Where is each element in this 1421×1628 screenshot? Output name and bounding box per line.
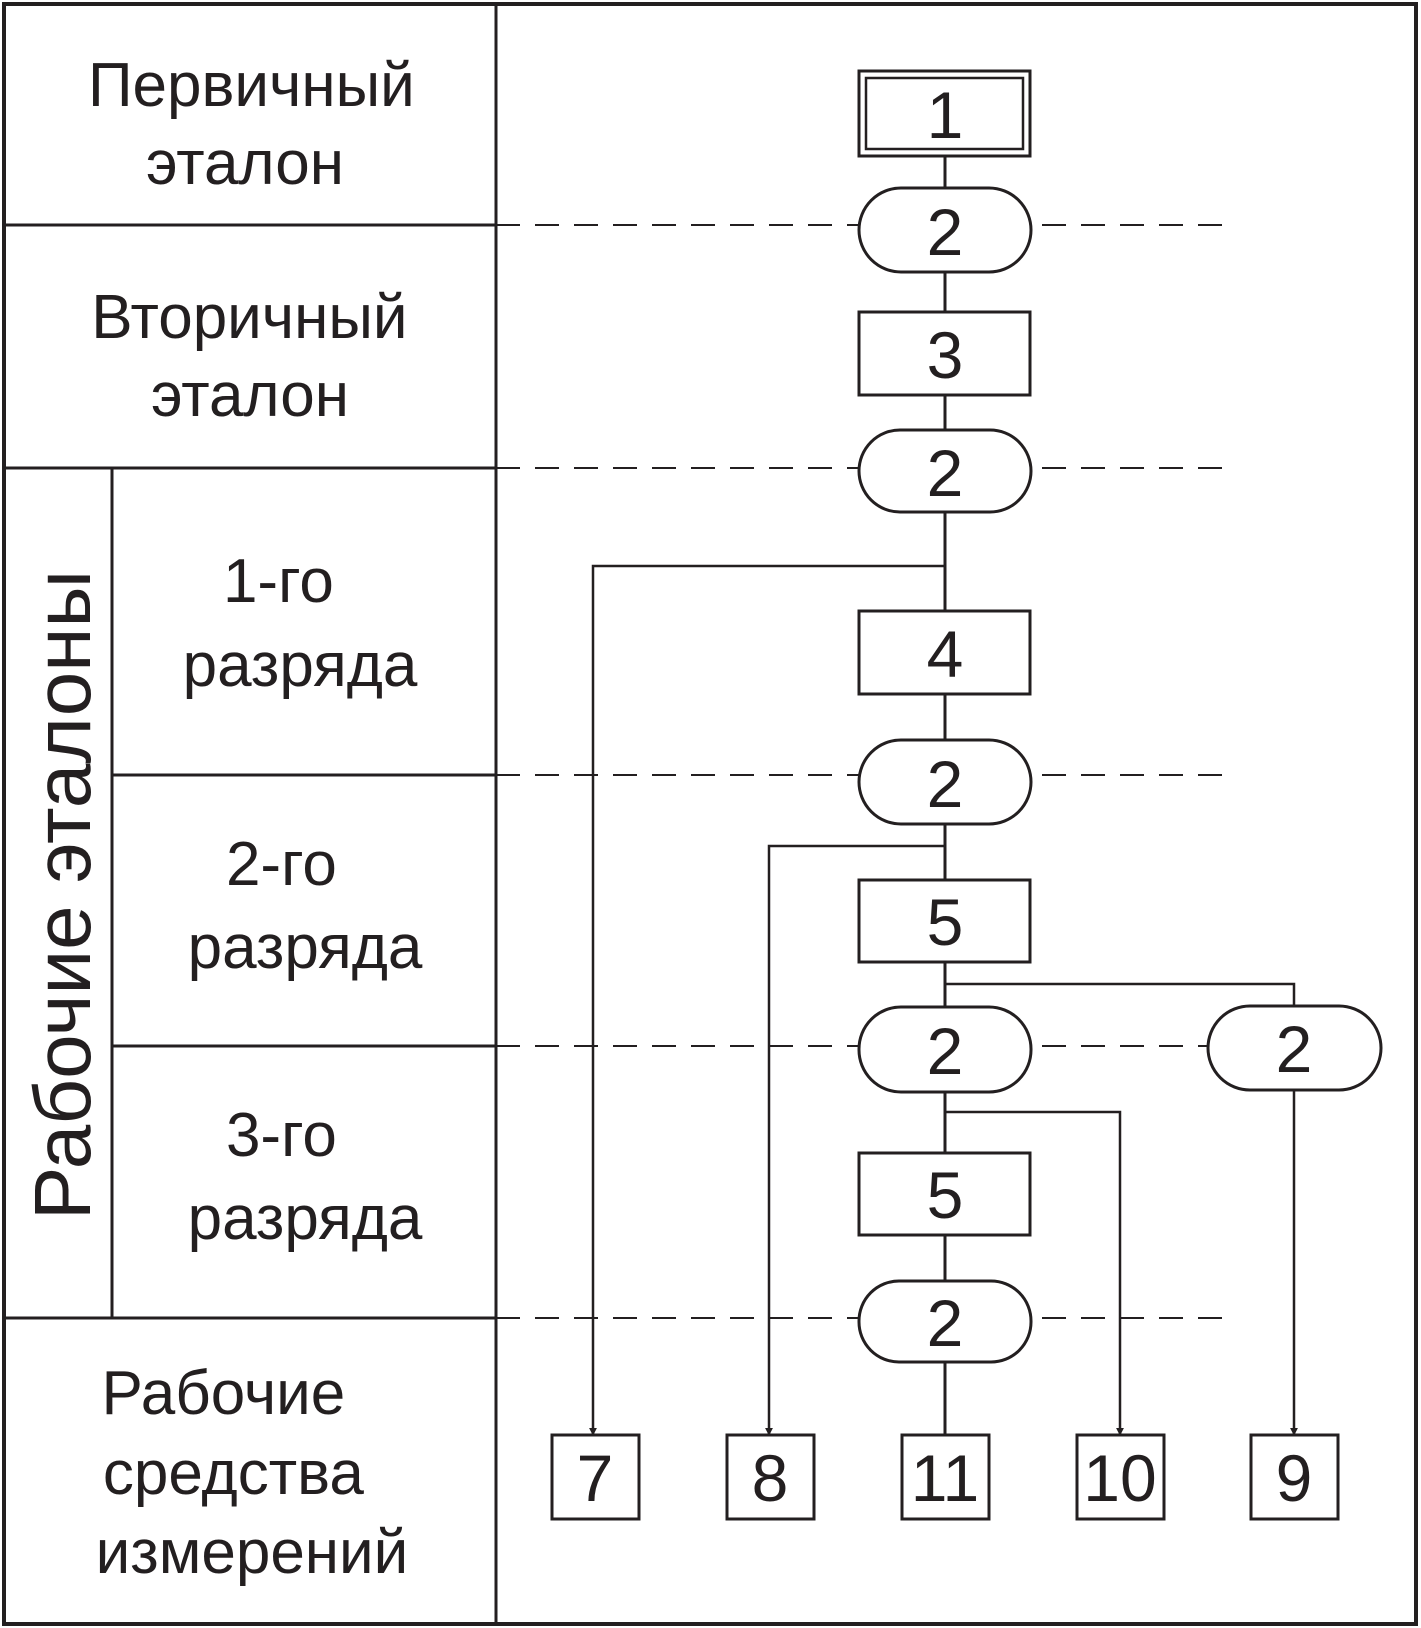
working-instrument-node: 11 — [900, 1433, 991, 1521]
svg-text:5: 5 — [927, 885, 964, 959]
working-instrument-node: 8 — [725, 1433, 816, 1521]
rank3-label: 3-го разряда — [188, 1101, 423, 1253]
secondary-standard-node: 3 — [857, 310, 1032, 397]
rank2-standard-node: 5 — [857, 878, 1032, 964]
working-instrument-node: 9 — [1249, 1433, 1340, 1521]
svg-text:1: 1 — [927, 78, 964, 152]
rank2-label: 2-го разряда — [188, 830, 423, 982]
working-standards-group-label: Рабочие эталоны — [18, 570, 107, 1220]
comparison-method-oval: 2 — [1206, 1004, 1383, 1092]
svg-text:11: 11 — [911, 1441, 980, 1515]
rank1-label: 1-го разряда — [183, 547, 418, 700]
comparison-method-oval: 2 — [857, 186, 1033, 274]
working-instruments-label: Рабочие средства измерений — [96, 1359, 409, 1587]
comparison-method-oval: 2 — [857, 1279, 1033, 1364]
branch-arrows — [589, 564, 1298, 1436]
working-instrument-node: 10 — [1075, 1433, 1166, 1521]
comparison-method-oval: 2 — [857, 738, 1033, 826]
svg-text:2: 2 — [927, 195, 964, 269]
primary-standard-node: 1 — [857, 69, 1032, 158]
svg-text:2: 2 — [927, 1286, 964, 1360]
svg-text:2: 2 — [1276, 1012, 1313, 1086]
rank1-standard-node: 4 — [857, 609, 1032, 696]
svg-text:5: 5 — [927, 1158, 964, 1232]
svg-text:8: 8 — [752, 1441, 789, 1515]
svg-text:2: 2 — [927, 747, 964, 821]
svg-text:4: 4 — [927, 617, 964, 691]
primary-standard-label: Первичный эталон — [88, 51, 432, 198]
svg-text:7: 7 — [577, 1441, 614, 1515]
svg-text:2: 2 — [927, 436, 964, 510]
svg-text:10: 10 — [1083, 1441, 1156, 1515]
comparison-method-oval: 2 — [857, 428, 1033, 514]
working-instrument-node: 7 — [550, 1433, 641, 1521]
svg-text:9: 9 — [1276, 1441, 1313, 1515]
secondary-standard-label: Вторичный эталон — [91, 283, 425, 430]
comparison-method-oval: 2 — [857, 1005, 1033, 1094]
svg-text:2: 2 — [927, 1014, 964, 1088]
rank3-standard-node: 5 — [857, 1151, 1032, 1237]
svg-text:3: 3 — [927, 318, 964, 392]
